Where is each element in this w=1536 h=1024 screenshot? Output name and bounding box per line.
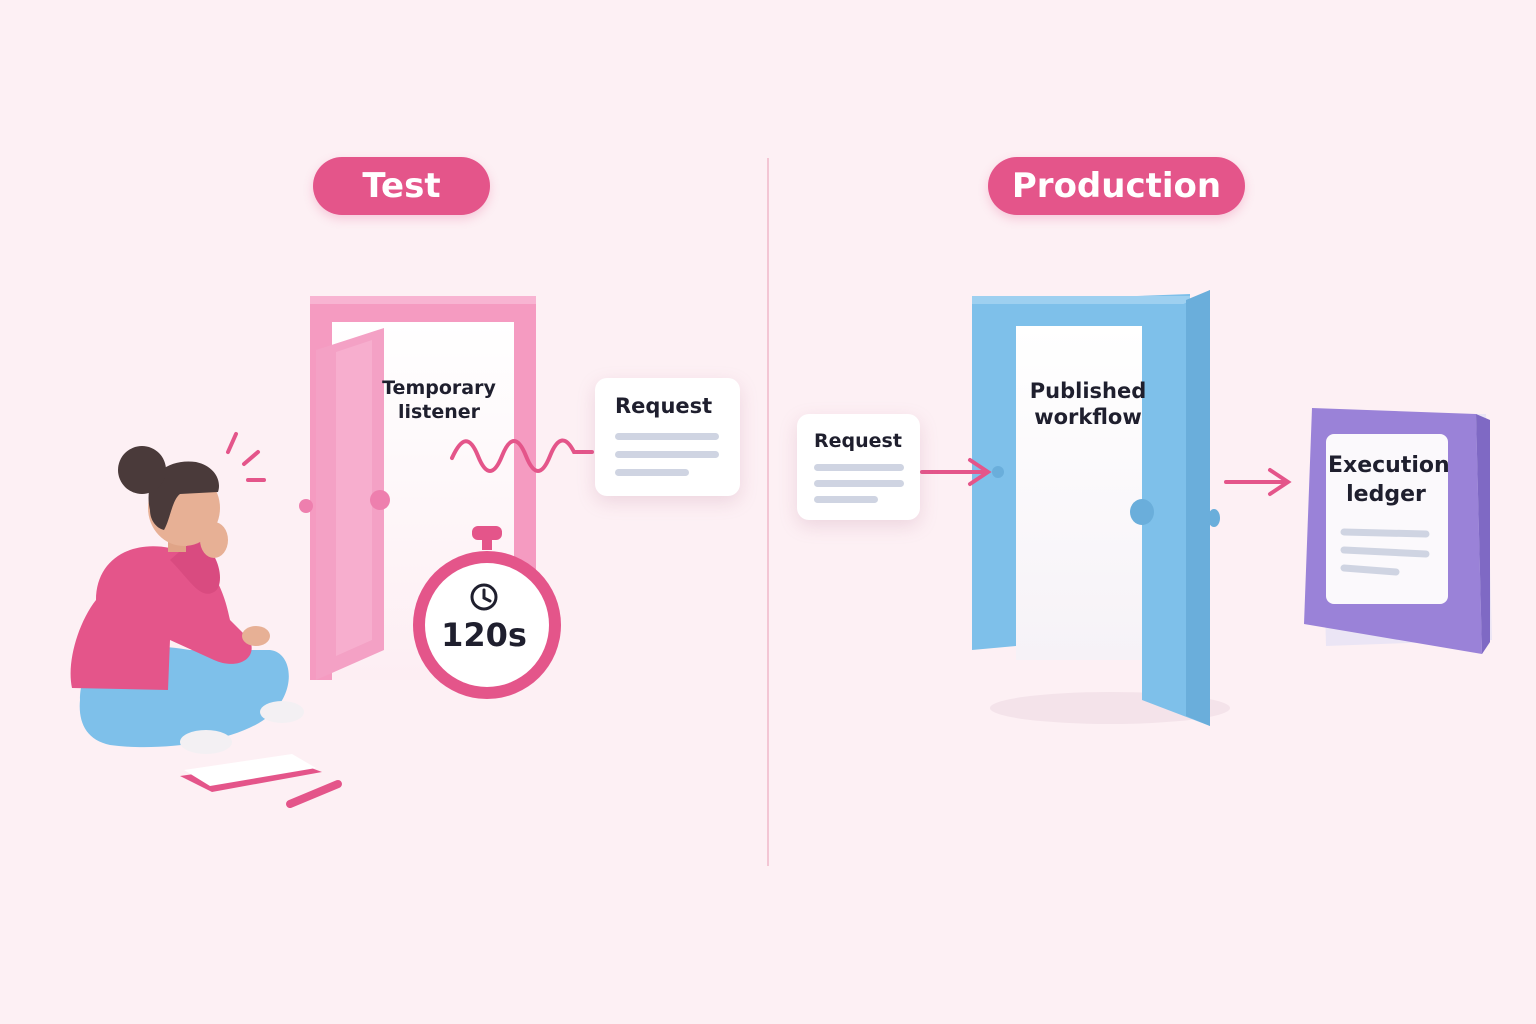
request-line [615, 469, 689, 476]
request-line [615, 433, 719, 440]
request-line [615, 451, 719, 458]
execution-ledger-book [1304, 408, 1492, 654]
test-section-title: Test [313, 157, 490, 215]
temporary-listener-label: Temporary listener [382, 377, 496, 423]
timer-value: 120s [441, 616, 527, 654]
production-request-card: Request [797, 414, 920, 520]
production-section-title: Production [988, 157, 1245, 215]
execution-ledger-label: Execution ledger [1328, 453, 1450, 507]
person-listening [70, 446, 304, 754]
attention-marks [226, 432, 266, 482]
signal-wave [450, 438, 594, 473]
stopwatch [413, 526, 561, 699]
request-line [814, 464, 904, 471]
pencil-icon [286, 780, 342, 808]
request-card-title: Request [615, 394, 713, 418]
arrow-right-icon [1224, 468, 1292, 496]
book-icon [180, 754, 322, 792]
production-door [972, 290, 1230, 726]
section-divider [767, 158, 769, 866]
test-request-card: Request [595, 378, 740, 496]
request-line [814, 496, 878, 503]
clock-icon [470, 583, 498, 611]
arrow-right-icon [920, 458, 992, 486]
published-workflow-label: Published workflow [1029, 379, 1147, 430]
request-card-title: Request [814, 430, 902, 452]
request-line [814, 480, 904, 487]
